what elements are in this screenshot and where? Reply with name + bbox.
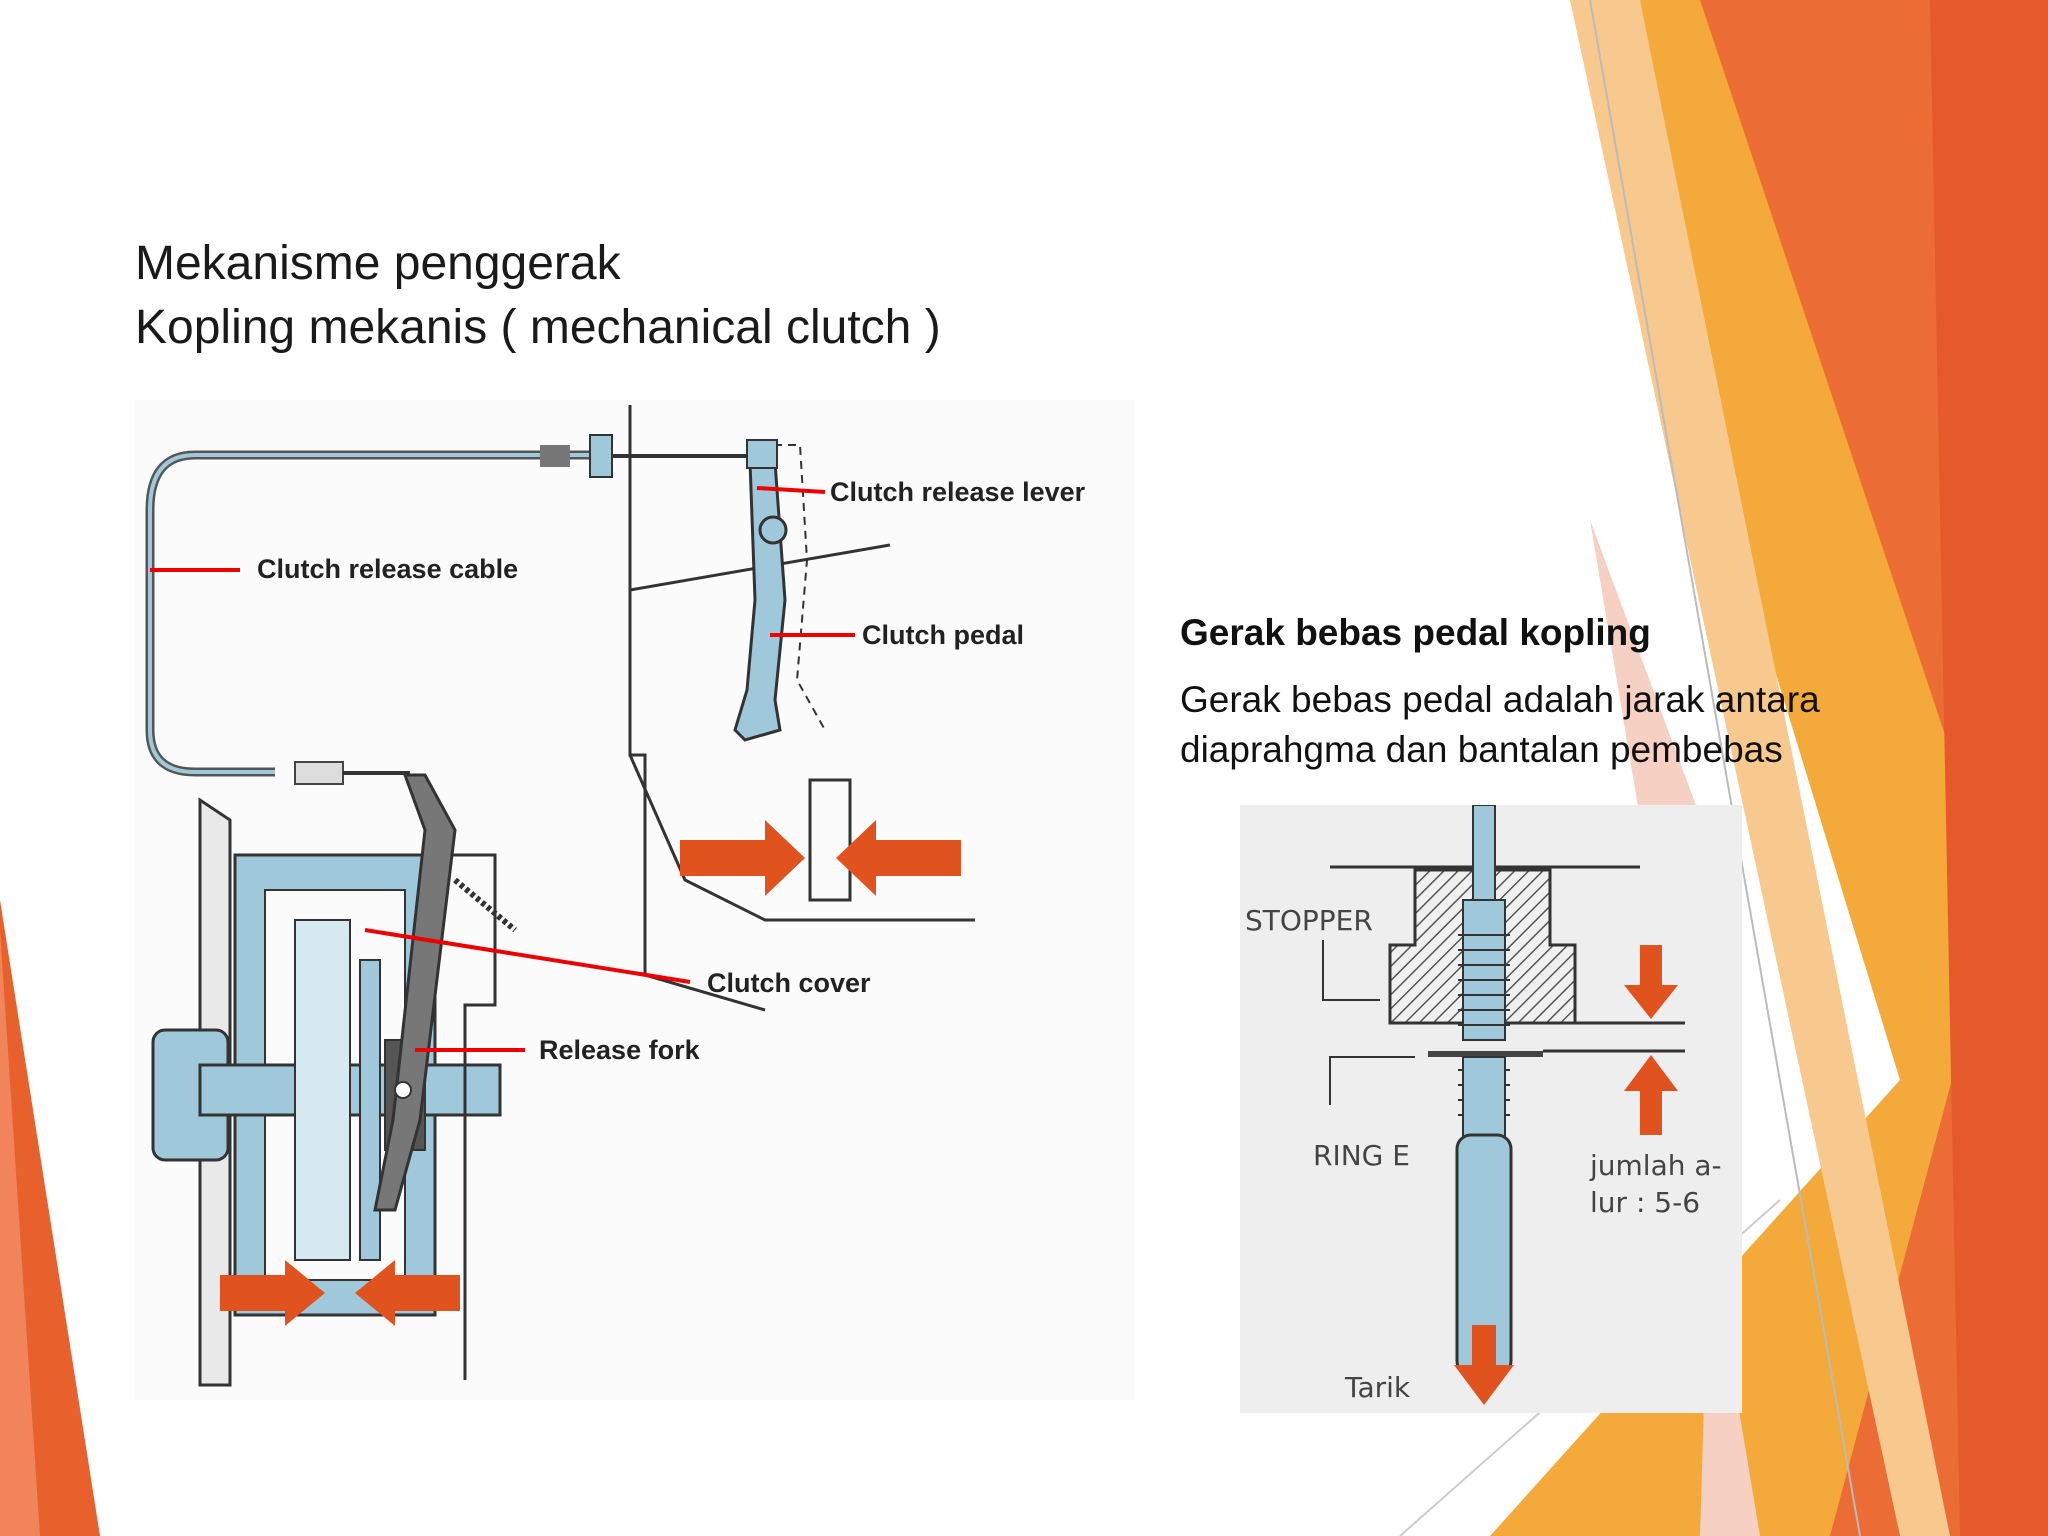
label-fork: Release fork xyxy=(539,1035,701,1065)
gap-arrow-up xyxy=(1624,1055,1678,1135)
free-play-heading: Gerak bebas pedal kopling xyxy=(1180,612,1651,653)
label-release-lever: Clutch release lever xyxy=(830,477,1086,507)
label-release-cable: Clutch release cable xyxy=(257,554,518,584)
bg-left-pale xyxy=(0,930,40,1536)
gap-arrow-down xyxy=(1624,945,1678,1019)
free-play-body-line2: diaprahgma dan bantalan pembebas xyxy=(1180,729,1783,770)
label-stopper: STOPPER xyxy=(1245,904,1373,937)
slide-title-line2: Kopling mekanis ( mechanical clutch ) xyxy=(135,301,941,354)
label-pedal: Clutch pedal xyxy=(862,620,1024,650)
pull-arrow-down xyxy=(1454,1325,1514,1405)
bg-line xyxy=(1589,0,1861,1536)
pedal-arrow-right xyxy=(680,820,805,896)
clutch-mechanism-diagram: Clutch release lever Clutch release cabl… xyxy=(135,400,1135,1400)
label-ring-e: RING E xyxy=(1313,1139,1410,1172)
bg-pale-band xyxy=(1570,0,1950,1536)
free-play-description: Gerak bebas pedal adalah jarak antara di… xyxy=(1180,675,1940,775)
cover-arrow-left xyxy=(355,1260,460,1326)
leader-cover xyxy=(364,928,691,984)
pedal-stopper-detail-diagram: STOPPER RING E jumlah a- lur : 5-6 Tarik xyxy=(1240,805,1742,1413)
label-pull: Tarik xyxy=(1344,1371,1411,1404)
cover-arrow-right xyxy=(220,1260,325,1326)
free-play-body-line1: Gerak bebas pedal adalah jarak antara xyxy=(1180,679,1820,720)
pull-rod xyxy=(1472,805,1496,906)
label-groove-count-line1: jumlah a- xyxy=(1589,1149,1722,1182)
leader-release-lever xyxy=(756,486,826,494)
release-fork xyxy=(373,773,457,1212)
slide-title-line1: Mekanisme penggerak xyxy=(135,237,621,290)
firewall-line xyxy=(628,405,766,1012)
floor-base xyxy=(628,754,975,922)
label-cover: Clutch cover xyxy=(707,968,871,998)
label-groove-count-line2: lur : 5-6 xyxy=(1590,1186,1700,1219)
bg-right-deep xyxy=(1930,0,2048,1536)
pedal-arrow-left xyxy=(836,820,961,896)
